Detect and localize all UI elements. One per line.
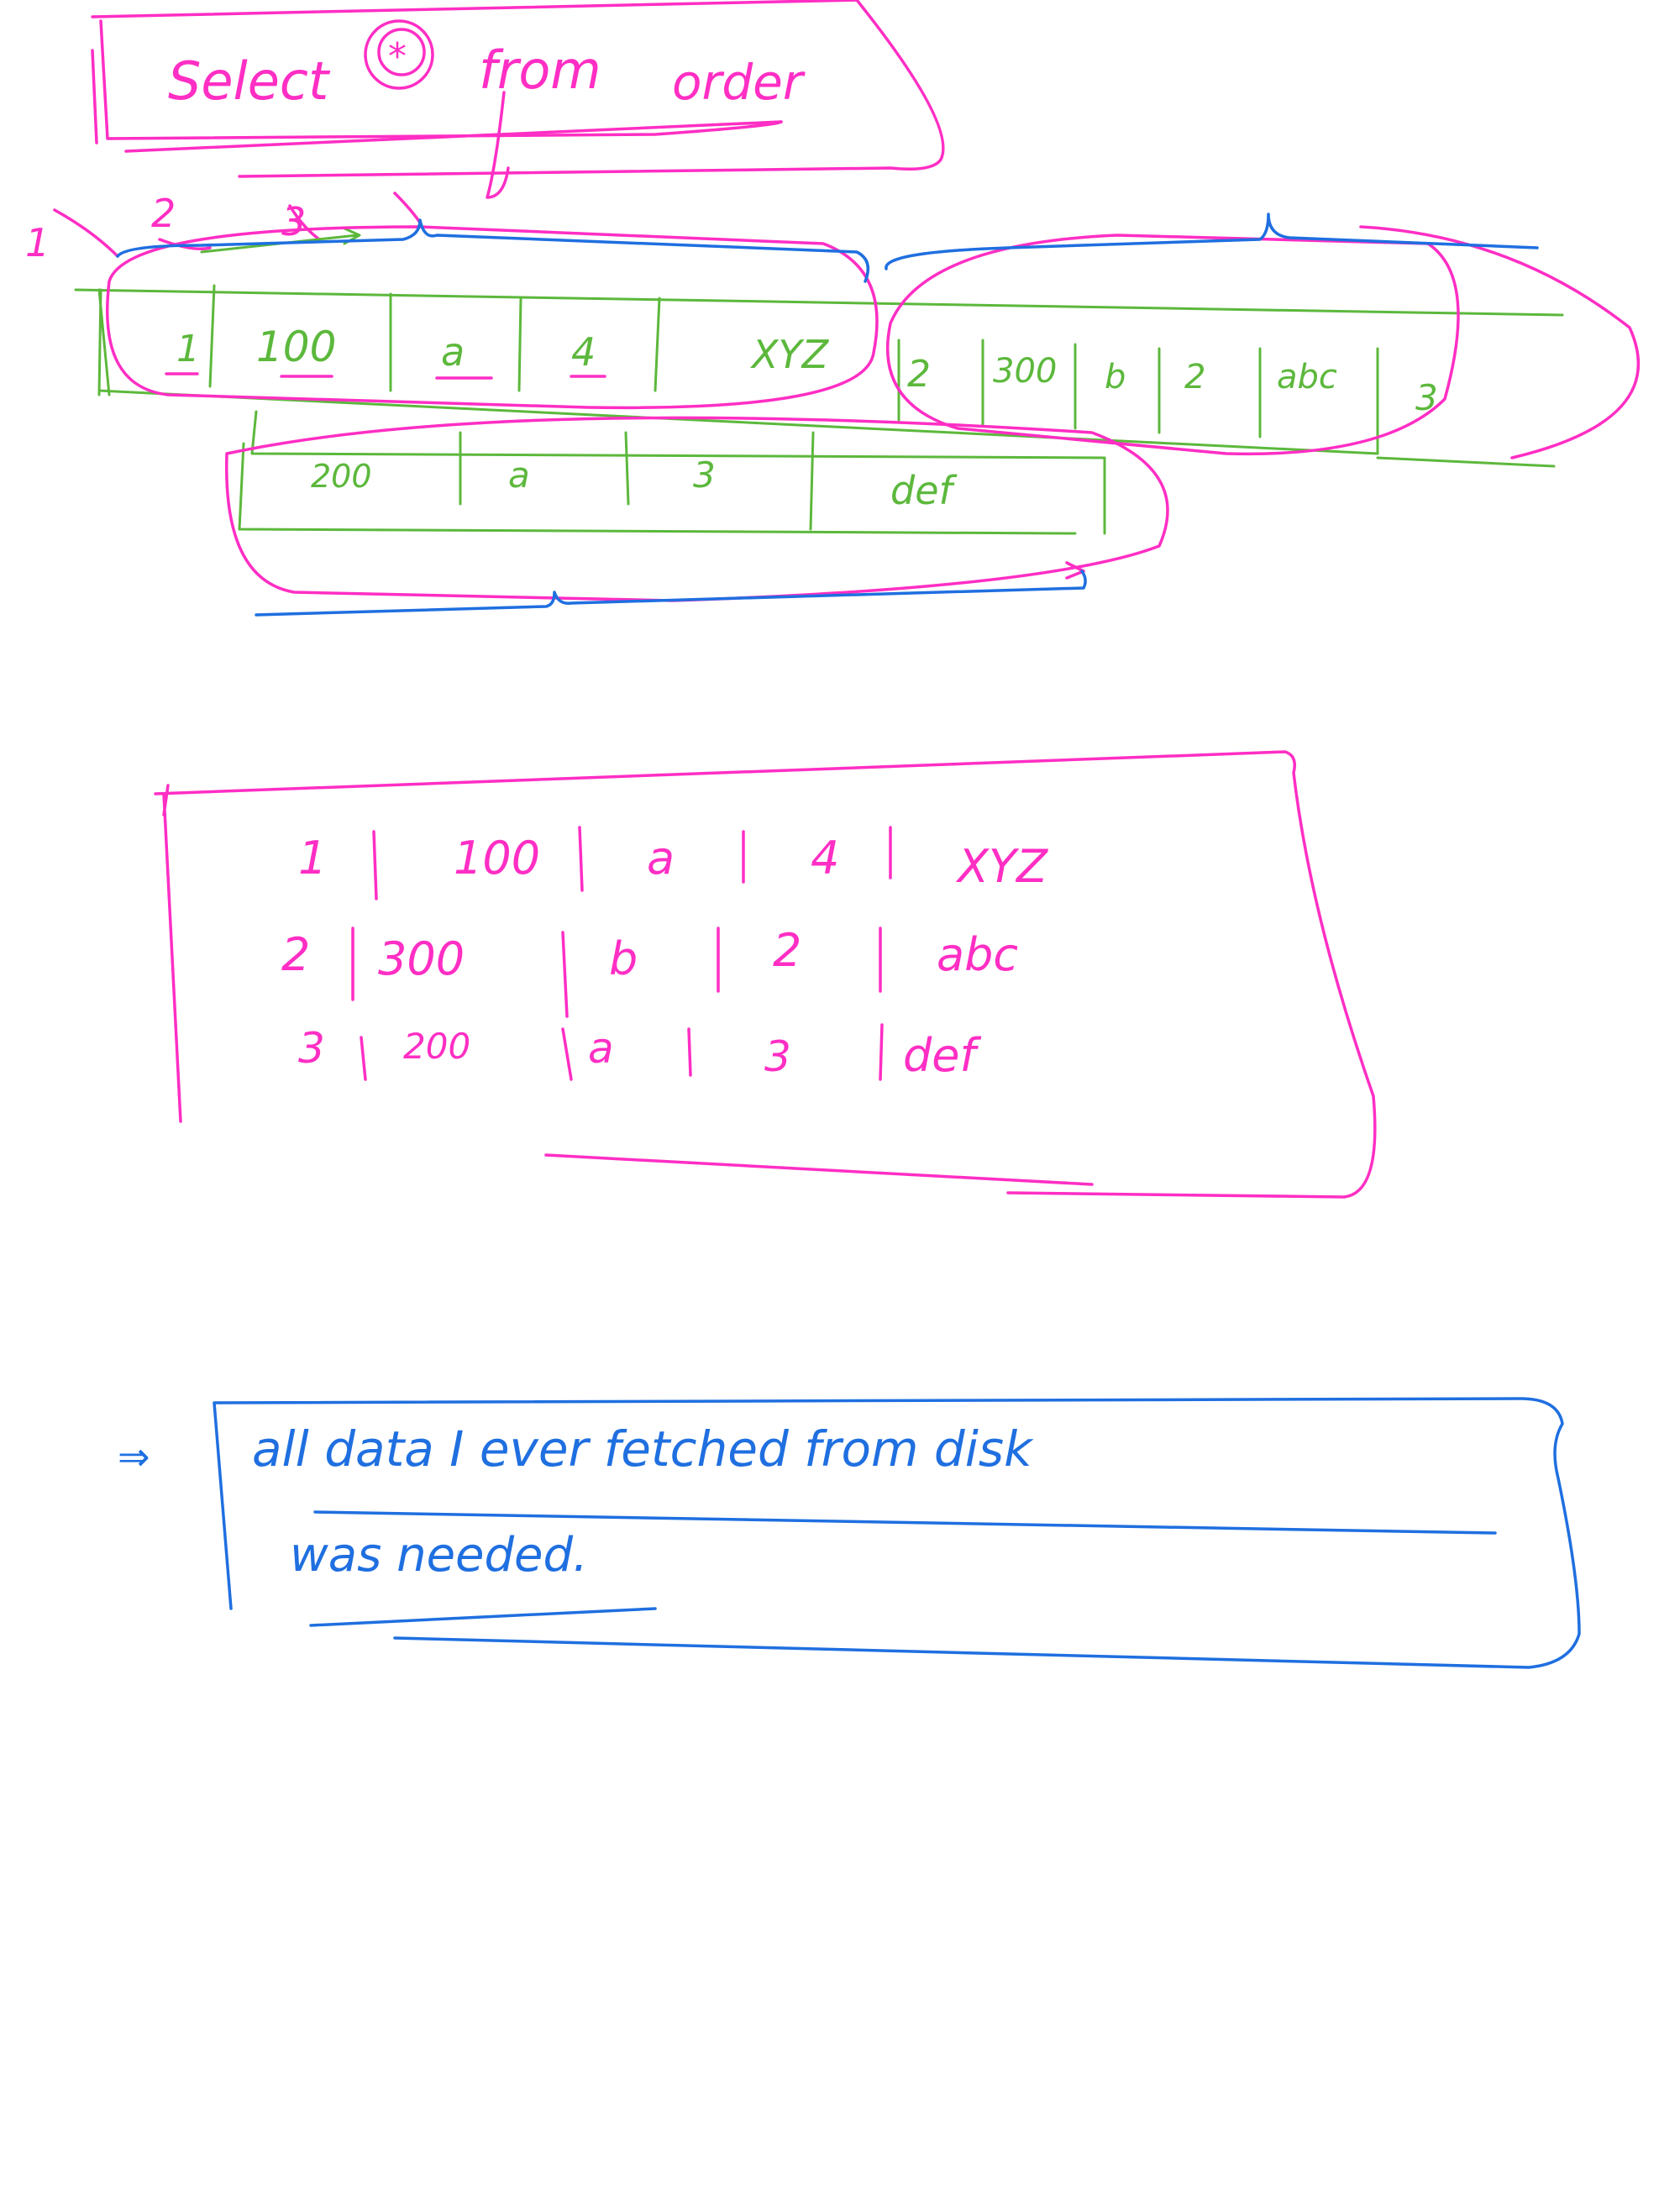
result-r3-c4: 3 xyxy=(764,1032,791,1081)
brace-record-3 xyxy=(255,570,1087,617)
result-r3-c2: 200 xyxy=(403,1026,470,1067)
note-box xyxy=(213,1397,1581,1669)
cell-2: 2 xyxy=(907,353,931,396)
cell-3: 3 xyxy=(1415,377,1438,418)
overflow-strip-outline xyxy=(238,410,1106,535)
marker-arrows xyxy=(53,192,422,258)
query-order-text: order xyxy=(672,54,806,111)
result-r3-c1: 3 xyxy=(298,1024,325,1073)
result-r2-c3: b xyxy=(609,932,638,985)
record-loop-1 xyxy=(106,225,879,410)
result-r2-c1: 2 xyxy=(281,928,310,981)
cell-abc: abc xyxy=(1277,358,1337,396)
note-underline-1 xyxy=(313,1510,1497,1535)
overflow-dividers xyxy=(459,431,815,531)
result-dividers xyxy=(351,826,892,1081)
overflow-3: 3 xyxy=(693,454,716,496)
row-strip-dividers xyxy=(208,284,1379,455)
marker-2: 2 xyxy=(151,191,176,236)
record-loop-3 xyxy=(224,416,1169,602)
note-group: ⇒ all data I ever fetched from disk was … xyxy=(118,1397,1581,1669)
overflow-a: a xyxy=(508,454,530,496)
brace-record-2 xyxy=(885,213,1539,270)
note-arrow: ⇒ xyxy=(118,1434,150,1479)
result-box xyxy=(154,750,1377,1199)
record-loop-2 xyxy=(885,234,1460,456)
marker-1: 1 xyxy=(25,220,50,265)
from-descender xyxy=(486,91,510,199)
query-star-text: * xyxy=(388,35,407,78)
brace-record-1 xyxy=(116,218,870,283)
cell-100: 100 xyxy=(256,323,336,371)
note-line-1: all data I ever fetched from disk xyxy=(252,1420,1034,1478)
cell-4: 4 xyxy=(571,329,596,375)
result-table-group: 1 100 a 4 XYZ 2 300 b 2 abc 3 200 a 3 de… xyxy=(154,750,1377,1199)
cell-xyz: XYZ xyxy=(750,332,830,377)
query-group: Select * from order xyxy=(91,0,945,199)
disk-row-group: 1 2 3 1 100 a 4 XYZ 2 300 b 2 abc 3 200 … xyxy=(25,191,1640,617)
cell-b: b xyxy=(1105,358,1126,396)
cell-1: 1 xyxy=(176,328,200,370)
cell-a: a xyxy=(441,329,465,375)
query-underline xyxy=(124,120,783,153)
record-loop-2-outer xyxy=(1359,225,1640,459)
overflow-def: def xyxy=(890,468,958,513)
result-r1-c2: 100 xyxy=(454,832,540,885)
result-r1-c3: a xyxy=(647,832,675,885)
note-line-2: was needed. xyxy=(290,1528,588,1583)
result-r3-c5: def xyxy=(903,1029,982,1082)
result-r1-c4: 4 xyxy=(811,832,839,885)
result-r1-c1: 1 xyxy=(298,832,327,885)
row-strip-outline xyxy=(74,288,1564,468)
note-underline-2 xyxy=(309,1607,657,1627)
query-from-text: from xyxy=(479,39,601,101)
result-bottom-line xyxy=(544,1153,1094,1186)
cell-300: 300 xyxy=(993,352,1057,391)
result-r2-c5: abc xyxy=(937,928,1018,981)
query-select-text: Select xyxy=(168,50,331,112)
result-r1-c5: XYZ xyxy=(955,840,1048,893)
result-r2-c4: 2 xyxy=(773,924,801,977)
cell-2b: 2 xyxy=(1184,358,1205,396)
star-circle xyxy=(364,19,434,90)
star-circle-inner xyxy=(377,28,426,76)
overflow-200: 200 xyxy=(311,458,372,495)
result-r2-c2: 300 xyxy=(378,932,465,985)
result-r3-c3: a xyxy=(588,1024,614,1073)
